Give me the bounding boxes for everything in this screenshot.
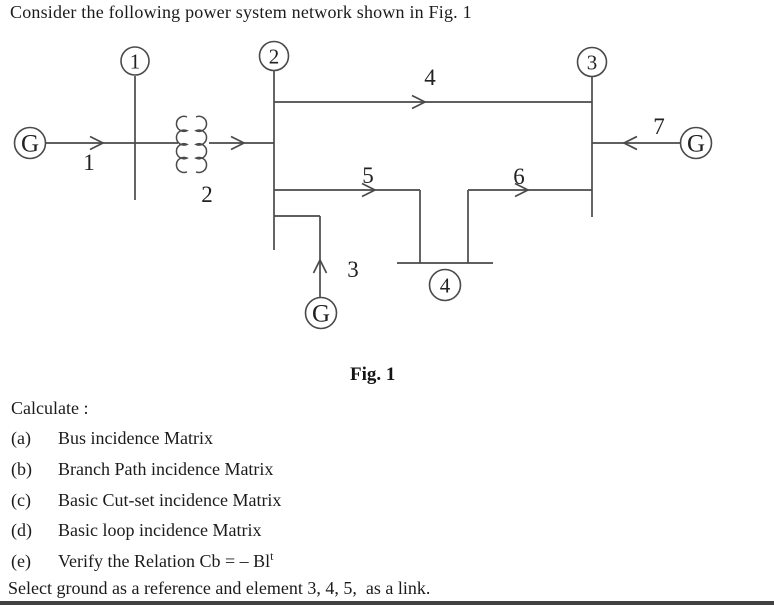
bus-1-label: 1 bbox=[130, 50, 141, 74]
power-system-diagram: 1 G 1 2 2 4 bbox=[13, 40, 713, 330]
item-text-main: Verify the Relation Cb = – Bl bbox=[58, 551, 271, 571]
generator-right-circle bbox=[679, 126, 713, 160]
transformer-icon bbox=[175, 115, 208, 174]
generator-bottom-circle bbox=[304, 296, 338, 330]
bus-2-circle bbox=[258, 40, 290, 72]
bus-2: 2 bbox=[258, 40, 290, 250]
question-item-a: (a) Bus incidence Matrix bbox=[11, 428, 213, 449]
figure-caption: Fig. 1 bbox=[350, 364, 396, 385]
bus-3-label: 3 bbox=[587, 51, 598, 75]
item-text: Basic loop incidence Matrix bbox=[58, 520, 262, 540]
bus-1-circle bbox=[120, 46, 150, 76]
generator-left: G bbox=[13, 126, 47, 160]
generator-bottom: G bbox=[304, 296, 338, 330]
item-marker: (a) bbox=[11, 428, 31, 448]
item-marker: (b) bbox=[11, 459, 32, 479]
element-4-arrow-icon bbox=[411, 94, 427, 110]
element-2-label: 2 bbox=[201, 182, 213, 207]
element-4-label: 4 bbox=[424, 65, 436, 90]
generator-left-circle bbox=[13, 126, 47, 160]
element-6-label: 6 bbox=[513, 164, 525, 189]
item-text: Branch Path incidence Matrix bbox=[58, 459, 274, 479]
generator-right-label: G bbox=[687, 131, 705, 158]
element-7-arrow-icon bbox=[622, 135, 638, 151]
generator-left-label: G bbox=[21, 131, 39, 158]
bus-3: 3 bbox=[576, 46, 608, 217]
element-1-arrow-icon bbox=[89, 135, 105, 151]
bus-3-circle bbox=[576, 46, 608, 78]
element-6-arrow-icon bbox=[514, 182, 530, 198]
item-marker: (c) bbox=[11, 490, 31, 510]
bus-4-label: 4 bbox=[440, 274, 451, 298]
bus-4-circle bbox=[428, 268, 462, 302]
bus-1: 1 bbox=[120, 46, 150, 200]
question-item-d: (d) Basic loop incidence Matrix bbox=[11, 520, 261, 541]
transformer-coil-left-icon bbox=[175, 115, 189, 174]
transformer-coil-right-icon bbox=[194, 115, 208, 174]
question-item-c: (c) Basic Cut-set incidence Matrix bbox=[11, 490, 281, 511]
item-marker: (d) bbox=[11, 520, 32, 540]
bottom-rule bbox=[0, 601, 774, 605]
bus-2-label: 2 bbox=[269, 45, 280, 69]
item-text: Bus incidence Matrix bbox=[58, 428, 213, 448]
item-text: Verify the Relation Cb = – Blt bbox=[58, 549, 274, 572]
element-2-arrow-icon bbox=[230, 135, 246, 151]
question-item-e: (e) Verify the Relation Cb = – Blt bbox=[11, 549, 274, 572]
question-title: Consider the following power system netw… bbox=[10, 2, 472, 22]
generator-bottom-label: G bbox=[312, 301, 330, 328]
element-7-label: 7 bbox=[653, 114, 665, 139]
element-3-arrow-icon bbox=[312, 258, 328, 274]
transpose-superscript: t bbox=[270, 549, 274, 563]
item-text: Basic Cut-set incidence Matrix bbox=[58, 490, 282, 510]
element-1-label: 1 bbox=[83, 150, 95, 175]
item-marker: (e) bbox=[11, 551, 31, 571]
generator-right: G bbox=[679, 126, 713, 160]
element-5-arrow-icon bbox=[361, 182, 377, 198]
element-5-label: 5 bbox=[362, 163, 374, 188]
question-item-b: (b) Branch Path incidence Matrix bbox=[11, 459, 273, 480]
bus-4: 4 bbox=[397, 262, 493, 302]
element-3-label: 3 bbox=[347, 257, 359, 282]
calculate-heading: Calculate : bbox=[11, 398, 89, 418]
footer-note: Select ground as a reference and element… bbox=[8, 578, 431, 598]
